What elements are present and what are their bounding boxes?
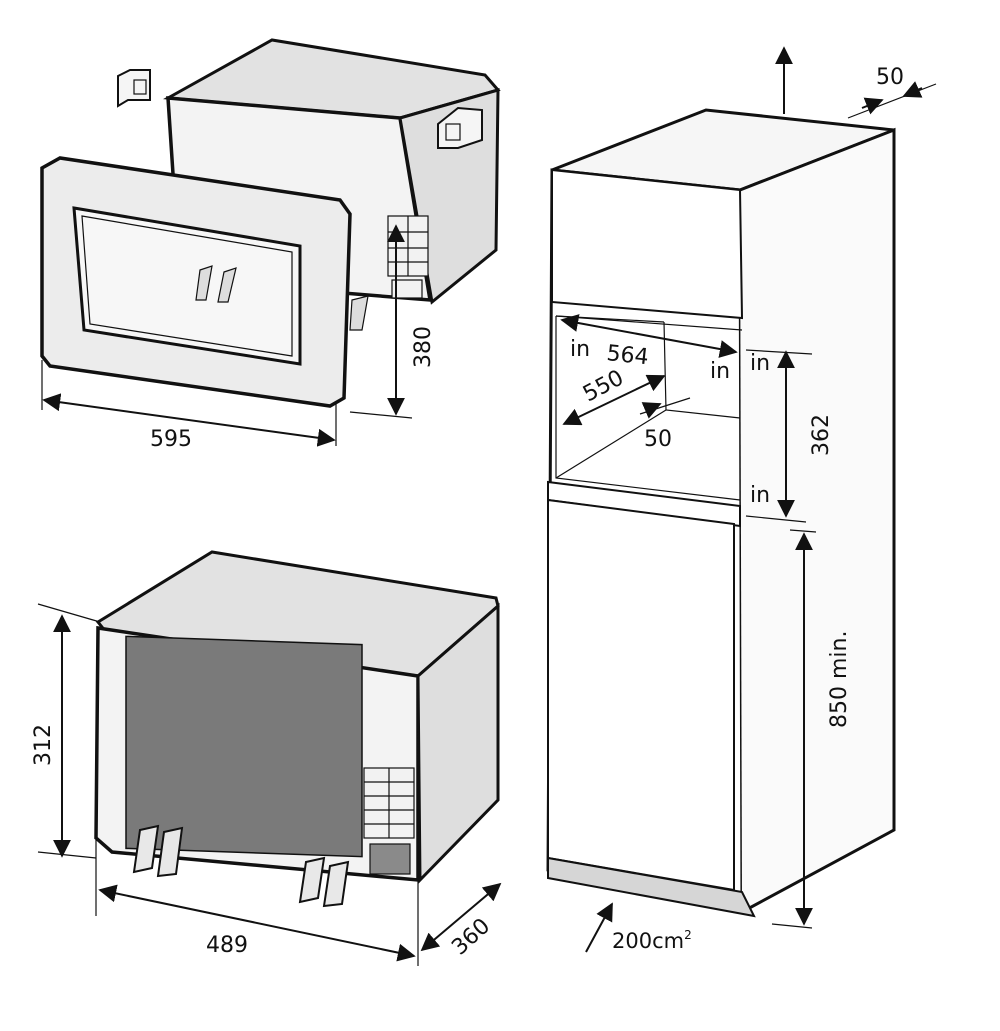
- microwave-with-trim-frame: [40, 38, 501, 447]
- label-floor-height: 850 min.: [827, 631, 852, 728]
- cabinet-plinth: [547, 856, 756, 918]
- label-in-2: in: [710, 359, 730, 384]
- feet-icon: [195, 265, 369, 331]
- control-panel: [363, 767, 415, 875]
- label-oven-depth: 360: [447, 914, 495, 961]
- label-oven-width: 489: [206, 933, 248, 958]
- tall-cabinet: [546, 46, 937, 953]
- bracket-right-icon: [437, 106, 483, 149]
- vent-area-superscript: 2: [684, 928, 692, 942]
- label-oven-height: 312: [31, 724, 56, 766]
- label-in-4: in: [750, 483, 770, 508]
- label-rear-gap: 50: [644, 427, 672, 452]
- label-niche-width: 564: [605, 341, 649, 370]
- label-top-clearance: 50: [876, 65, 904, 90]
- bracket-left-icon: [117, 69, 151, 108]
- microwave-standalone: [37, 550, 502, 966]
- label-frame-width: 595: [150, 427, 192, 452]
- door-glass: [125, 635, 363, 858]
- vent-area-value: 200cm: [612, 929, 684, 953]
- control-panel: [387, 215, 429, 299]
- label-in-3: in: [750, 351, 770, 376]
- label-frame-height: 380: [411, 326, 436, 368]
- label-in-1: in: [570, 337, 590, 362]
- label-niche-height: 362: [809, 414, 834, 456]
- label-vent-area: 200cm2: [612, 928, 692, 953]
